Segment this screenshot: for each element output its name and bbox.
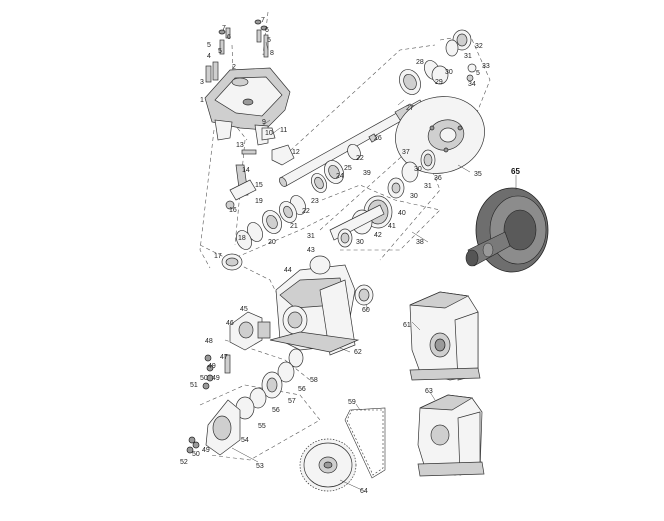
- label-part-64: 64: [360, 488, 368, 495]
- label-part-43: 43: [307, 247, 315, 254]
- label-part-9: 9: [262, 119, 266, 126]
- label-part-32: 32: [475, 43, 483, 50]
- label-part-53: 53: [256, 463, 264, 470]
- label-part-23: 23: [311, 198, 319, 205]
- label-part-54: 54: [241, 437, 249, 444]
- label-part-12: 12: [292, 149, 300, 156]
- large-disc-part-35: [395, 96, 485, 174]
- studs-parts-2-8: [205, 19, 269, 83]
- roller-chain-part-59: [344, 407, 386, 479]
- label-part-25: 25: [344, 165, 352, 172]
- label-part-7: 7: [222, 25, 226, 32]
- label-part-55: 55: [258, 423, 266, 430]
- label-part-45: 45: [240, 306, 248, 313]
- mid-shaft-gear-group: [329, 149, 436, 248]
- label-part-6b: 6: [265, 27, 269, 34]
- label-part-40: 40: [398, 210, 406, 217]
- label-part-19: 19: [255, 198, 263, 205]
- label-part-30b: 30: [414, 166, 422, 173]
- label-part-11: 11: [280, 127, 287, 134]
- label-part-5c: 5: [218, 48, 222, 55]
- label-part-5b: 5: [267, 37, 271, 44]
- label-part-21: 21: [290, 223, 298, 230]
- label-part-61: 61: [403, 322, 411, 329]
- top-cover-part-1: [204, 67, 291, 146]
- label-part-6: 6: [227, 34, 231, 41]
- seal-part-60: [354, 284, 374, 306]
- label-part-57: 57: [288, 398, 296, 405]
- label-part-26: 26: [374, 135, 382, 142]
- label-part-33: 33: [482, 63, 490, 70]
- label-part-14: 14: [242, 167, 250, 174]
- label-part-49: 49: [208, 363, 216, 370]
- label-part-3: 3: [200, 79, 204, 86]
- label-part-41: 41: [388, 223, 396, 230]
- label-part-20: 20: [268, 239, 276, 246]
- label-part-60: 60: [362, 307, 370, 314]
- label-part-59: 59: [348, 399, 356, 406]
- label-part-44: 44: [284, 267, 292, 274]
- label-part-35: 35: [474, 171, 482, 178]
- label-part-31: 31: [464, 53, 472, 60]
- label-part-49c: 49: [202, 447, 210, 454]
- label-part-8: 8: [270, 50, 274, 57]
- label-part-50: 50: [200, 375, 208, 382]
- label-part-46: 46: [226, 320, 234, 327]
- label-part-15: 15: [255, 182, 263, 189]
- label-part-42: 42: [374, 232, 382, 239]
- label-part-24: 24: [336, 173, 344, 180]
- sprocket-part-64: [299, 438, 357, 492]
- label-part-4: 4: [207, 53, 211, 60]
- label-part-48: 48: [205, 338, 213, 345]
- label-part-1: 1: [200, 97, 204, 104]
- label-part-36: 36: [434, 175, 442, 182]
- label-part-29: 29: [435, 79, 443, 86]
- label-part-31c: 31: [307, 233, 315, 240]
- label-part-58: 58: [310, 377, 318, 384]
- seal-rings-parts-31-34: [431, 29, 477, 85]
- label-part-34: 34: [468, 81, 476, 88]
- gearbox-housing-part-44: [275, 255, 356, 356]
- label-part-49b: 49: [212, 375, 220, 382]
- label-part-56b: 56: [272, 407, 280, 414]
- label-part-30: 30: [445, 69, 453, 76]
- label-part-30d: 30: [356, 239, 364, 246]
- shift-fork-assembly: [225, 127, 295, 210]
- label-part-37: 37: [402, 149, 410, 156]
- label-part-2: 2: [232, 64, 236, 71]
- label-part-22: 22: [302, 208, 310, 215]
- label-part-30c: 30: [410, 193, 418, 200]
- label-part-5: 5: [207, 42, 211, 49]
- part-number-labels: 1 2 3 4 5 6 7 7 6 5 8 5 9 10 11 12 13 14…: [180, 17, 520, 495]
- clutch-drum-part-65: [465, 187, 549, 273]
- label-part-50b: 50: [192, 451, 200, 458]
- end-cover-part-54: [186, 399, 241, 456]
- assembled-gearbox-part-61: [409, 291, 481, 381]
- label-part-10: 10: [265, 130, 273, 137]
- label-part-18: 18: [238, 235, 246, 242]
- leader-lines: [231, 41, 517, 491]
- label-part-27: 27: [406, 105, 414, 112]
- label-part-22b: 22: [356, 155, 364, 162]
- label-part-38: 38: [416, 239, 424, 246]
- label-part-65: 65: [511, 167, 520, 176]
- label-part-51: 51: [190, 382, 198, 389]
- label-part-28: 28: [416, 59, 424, 66]
- label-part-31b: 31: [424, 183, 432, 190]
- label-part-47: 47: [220, 354, 228, 361]
- label-part-7b: 7: [261, 17, 265, 24]
- label-part-39: 39: [363, 170, 371, 177]
- label-part-63: 63: [425, 388, 433, 395]
- lower-cover-assembly: [202, 311, 304, 420]
- label-part-52: 52: [180, 459, 188, 466]
- base-plate-part-62: [269, 331, 360, 353]
- label-part-13: 13: [236, 142, 244, 149]
- assembled-gearbox-part-63: [417, 394, 485, 477]
- label-part-17: 17: [214, 253, 222, 260]
- label-part-56: 56: [298, 386, 306, 393]
- label-part-5d: 5: [476, 70, 480, 77]
- label-part-62: 62: [354, 349, 362, 356]
- label-part-16: 16: [229, 207, 237, 214]
